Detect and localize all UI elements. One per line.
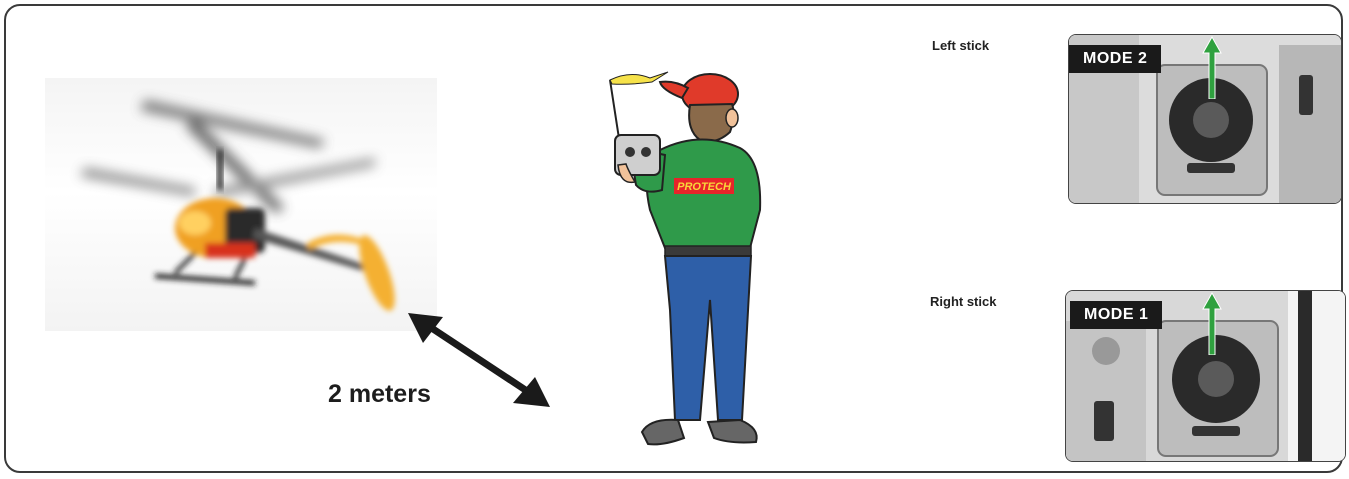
pilot-icon: PROTECH: [590, 60, 780, 455]
arrow-up-icon: [1202, 35, 1222, 99]
shirt-logo-text: PROTECH: [677, 181, 732, 193]
arrow-up-icon: [1202, 291, 1222, 355]
mode-1-transmitter-photo: MODE 1: [1065, 290, 1346, 462]
mode-2-transmitter-photo: MODE 2: [1068, 34, 1342, 204]
right-stick-label: Right stick: [930, 294, 996, 309]
mode-2-badge: MODE 2: [1069, 45, 1161, 73]
helicopter-photo: [45, 78, 437, 331]
distance-label: 2 meters: [328, 380, 431, 409]
left-stick-label: Left stick: [932, 38, 989, 53]
mode-1-badge: MODE 1: [1070, 301, 1162, 329]
helicopter-icon: [45, 78, 437, 331]
